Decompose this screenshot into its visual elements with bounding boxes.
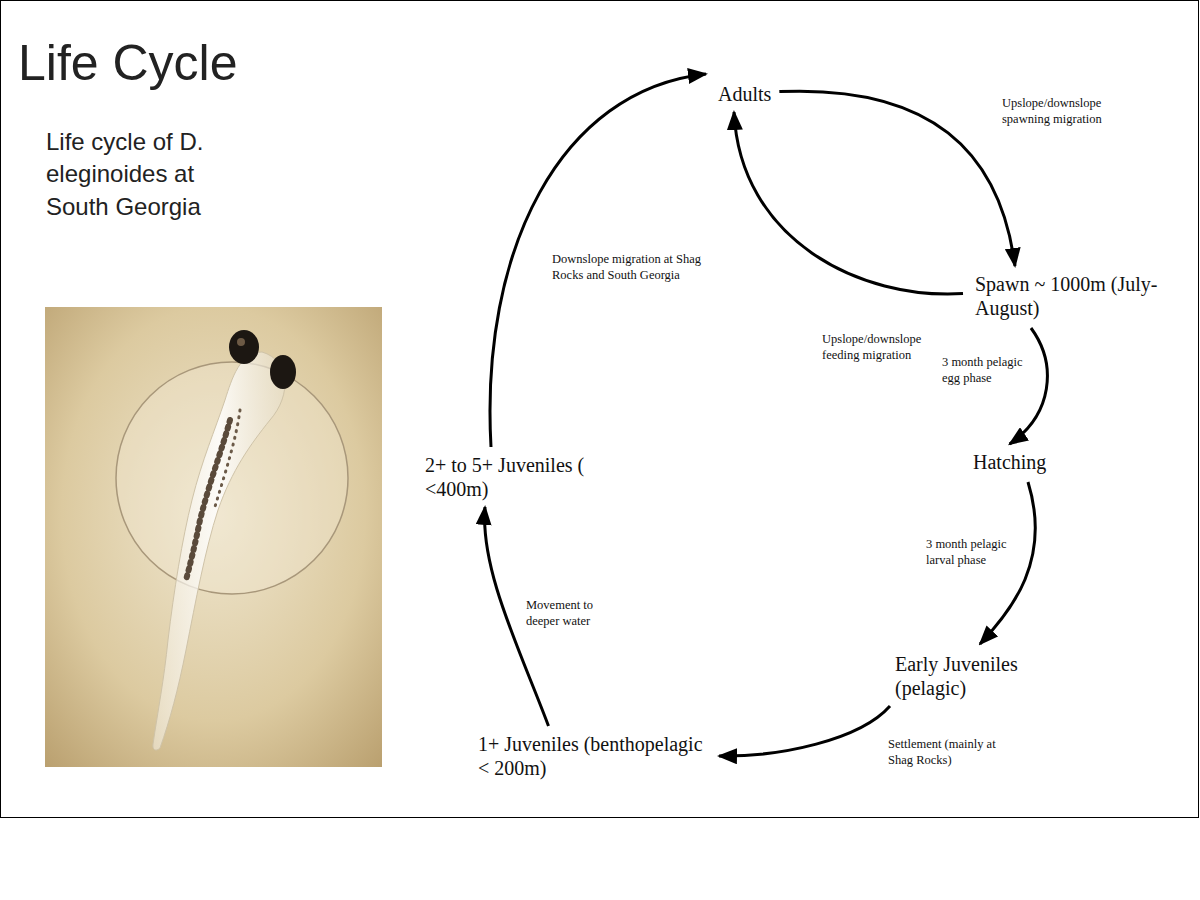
larva-pigment	[186, 420, 230, 580]
cycle-arrow	[779, 91, 1015, 266]
stage-text: 2+ to 5+ Juveniles ( <400m)	[425, 453, 625, 501]
edge-label: 3 month pelagic egg phase	[942, 355, 1030, 386]
stage-text: 1+ Juveniles (benthopelagic < 200m)	[478, 732, 713, 780]
cycle-arrow	[1010, 328, 1048, 444]
edge-label: Downslope migration at Shag Rocks and So…	[552, 252, 730, 283]
cycle-arrow	[980, 482, 1035, 644]
larva-eye	[229, 330, 259, 364]
photo-ground	[45, 307, 382, 767]
edge-label: Movement to deeper water	[526, 598, 610, 629]
stage-text: Spawn ~ 1000m (July-August)	[975, 272, 1175, 320]
larva-eye	[237, 338, 245, 346]
larva-pigment	[214, 410, 240, 510]
stage-node: Hatching	[973, 450, 1046, 474]
stage-node: Spawn ~ 1000m (July-August)	[975, 272, 1175, 320]
cycle-arrow	[734, 112, 963, 294]
slide-border	[1, 1, 1199, 818]
edge-label: Upslope/downslope feeding migration	[822, 332, 934, 363]
larva-eye	[270, 355, 296, 389]
edge-label: Settlement (mainly at Shag Rocks)	[888, 737, 1018, 768]
stage-text: Hatching	[973, 450, 1046, 474]
stage-node: 1+ Juveniles (benthopelagic < 200m)	[478, 732, 713, 780]
stage-node: Adults	[718, 82, 771, 106]
cycle-arrow	[719, 706, 890, 756]
slide-subtitle: Life cycle of D. eleginoides at South Ge…	[46, 126, 236, 223]
stage-text: Early Juveniles (pelagic)	[895, 652, 1065, 700]
larva-body	[153, 352, 285, 750]
edge-label: 3 month pelagic larval phase	[926, 537, 1014, 568]
edge-label: Upslope/downslope spawning migration	[1002, 96, 1114, 127]
stage-node: 2+ to 5+ Juveniles ( <400m)	[425, 453, 625, 501]
stage-text: Adults	[718, 82, 771, 106]
slide-title: Life Cycle	[18, 34, 238, 92]
stage-node: Early Juveniles (pelagic)	[895, 652, 1065, 700]
